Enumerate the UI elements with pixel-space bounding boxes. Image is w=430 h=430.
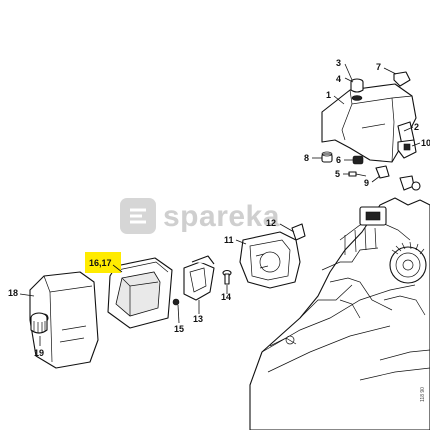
- part-15-nut: [172, 298, 180, 306]
- part-14-bolt: [222, 269, 232, 285]
- callout-11: 11: [224, 235, 234, 245]
- callout-6: 6: [336, 155, 341, 165]
- callout-7: 7: [376, 62, 381, 72]
- part-13-gasket: [183, 255, 215, 301]
- callout-3: 3: [336, 58, 341, 68]
- part-12: [291, 223, 306, 241]
- callout-19: 19: [34, 348, 44, 358]
- callout-2: 2: [414, 122, 419, 132]
- callout-9: 9: [364, 178, 369, 188]
- callout-5: 5: [335, 169, 340, 179]
- callout-4: 4: [336, 74, 341, 84]
- drawing-code: 118 90: [420, 387, 426, 402]
- part-19-knob: [30, 312, 48, 334]
- callout-13: 13: [193, 314, 203, 324]
- saw-body: [249, 197, 430, 430]
- watermark-logo-mark: [130, 208, 146, 224]
- leader-lines: [19, 63, 421, 346]
- callout-1: 1: [326, 90, 331, 100]
- callouts: 3 7 4 1 2 10 8 6 5 9 12 11 16,17 18 14 1…: [8, 58, 430, 358]
- callout-15: 15: [174, 324, 184, 334]
- watermark-text: spareka: [163, 200, 280, 233]
- watermark: spareka: [120, 198, 280, 234]
- callout-12: 12: [266, 218, 276, 228]
- highlight-marker: [85, 252, 121, 273]
- callout-14: 14: [221, 292, 231, 302]
- callout-16-17: 16,17: [89, 258, 112, 268]
- top-cover-assembly: [321, 71, 421, 191]
- callout-10: 10: [421, 138, 430, 148]
- callout-8: 8: [304, 153, 309, 163]
- callout-18: 18: [8, 288, 18, 298]
- part-16-17-air-filter: [107, 257, 173, 329]
- part-11-housing: [239, 231, 301, 289]
